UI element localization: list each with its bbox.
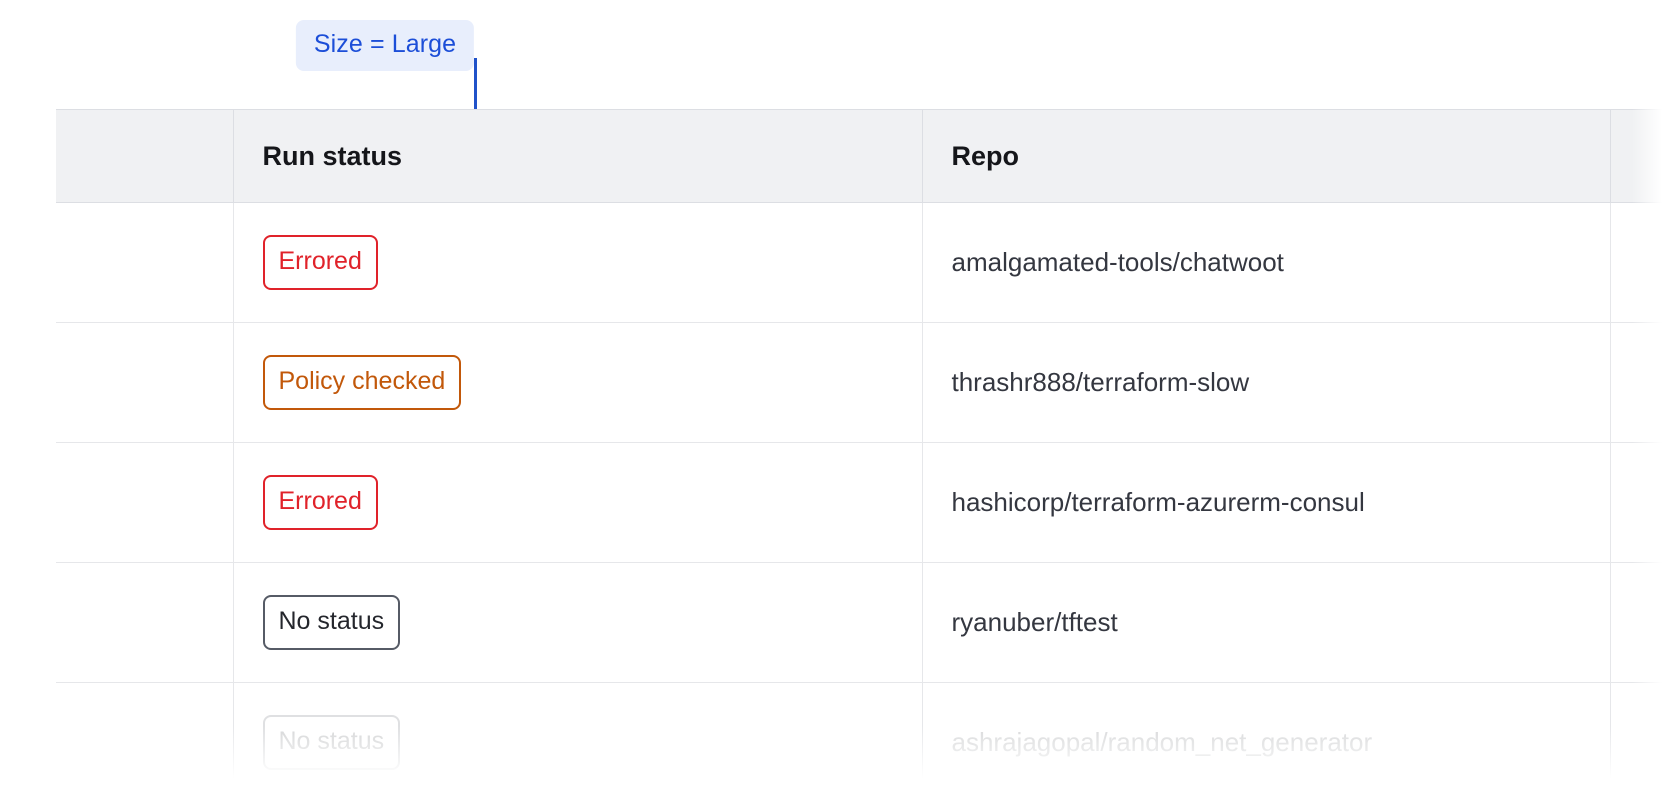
table-header: Run status Repo — [0, 110, 1672, 203]
row-tail-cell — [1610, 683, 1672, 788]
row-gutter-cell — [56, 323, 233, 443]
header-spacer-cell — [0, 110, 56, 203]
status-badge-label: Errored — [279, 487, 362, 515]
header-tail-cell — [1610, 110, 1672, 203]
status-badge[interactable]: Errored — [263, 475, 378, 530]
row-gutter-cell — [56, 683, 233, 788]
status-badge-label: Errored — [279, 247, 362, 275]
column-header-repo[interactable]: Repo — [922, 110, 1610, 203]
table-header-row: Run status Repo — [0, 110, 1672, 203]
row-gutter-cell — [56, 203, 233, 323]
cell-repo[interactable]: ashrajagopal/random_net_generator — [922, 683, 1610, 788]
table-row[interactable]: No status ryanuber/tftest — [0, 563, 1672, 683]
status-badge[interactable]: Errored — [263, 235, 378, 290]
table-row[interactable]: Policy checked thrashr888/terraform-slow — [0, 323, 1672, 443]
status-badge[interactable]: No status — [263, 715, 401, 770]
cell-repo[interactable]: amalgamated-tools/chatwoot — [922, 203, 1610, 323]
status-badge-label: No status — [279, 727, 385, 755]
cell-run-status: No status — [233, 563, 922, 683]
row-tail-cell — [1610, 443, 1672, 563]
run-status-table-container: Run status Repo Errored amalgamated-tool… — [0, 109, 1672, 788]
header-gutter-cell — [56, 110, 233, 203]
status-badge[interactable]: No status — [263, 595, 401, 650]
table-row[interactable]: Errored amalgamated-tools/chatwoot — [0, 203, 1672, 323]
row-spacer-cell — [0, 203, 56, 323]
run-status-table: Run status Repo Errored amalgamated-tool… — [0, 109, 1672, 788]
row-tail-cell — [1610, 323, 1672, 443]
row-spacer-cell — [0, 563, 56, 683]
cell-run-status: Errored — [233, 203, 922, 323]
cell-repo[interactable]: ryanuber/tftest — [922, 563, 1610, 683]
row-spacer-cell — [0, 683, 56, 788]
row-spacer-cell — [0, 323, 56, 443]
table-body: Errored amalgamated-tools/chatwoot Polic… — [0, 203, 1672, 788]
cell-repo[interactable]: hashicorp/terraform-azurerm-consul — [922, 443, 1610, 563]
status-badge-label: No status — [279, 607, 385, 635]
column-header-run-status[interactable]: Run status — [233, 110, 922, 203]
table-row[interactable]: Errored hashicorp/terraform-azurerm-cons… — [0, 443, 1672, 563]
table-row[interactable]: No status ashrajagopal/random_net_genera… — [0, 683, 1672, 788]
cell-run-status: Errored — [233, 443, 922, 563]
cell-run-status: Policy checked — [233, 323, 922, 443]
cell-run-status: No status — [233, 683, 922, 788]
annotation-size-large-label: Size = Large — [296, 20, 474, 71]
status-badge-label: Policy checked — [279, 367, 446, 395]
row-spacer-cell — [0, 443, 56, 563]
row-tail-cell — [1610, 203, 1672, 323]
cell-repo[interactable]: thrashr888/terraform-slow — [922, 323, 1610, 443]
row-tail-cell — [1610, 563, 1672, 683]
row-gutter-cell — [56, 563, 233, 683]
status-badge[interactable]: Policy checked — [263, 355, 462, 410]
row-gutter-cell — [56, 443, 233, 563]
